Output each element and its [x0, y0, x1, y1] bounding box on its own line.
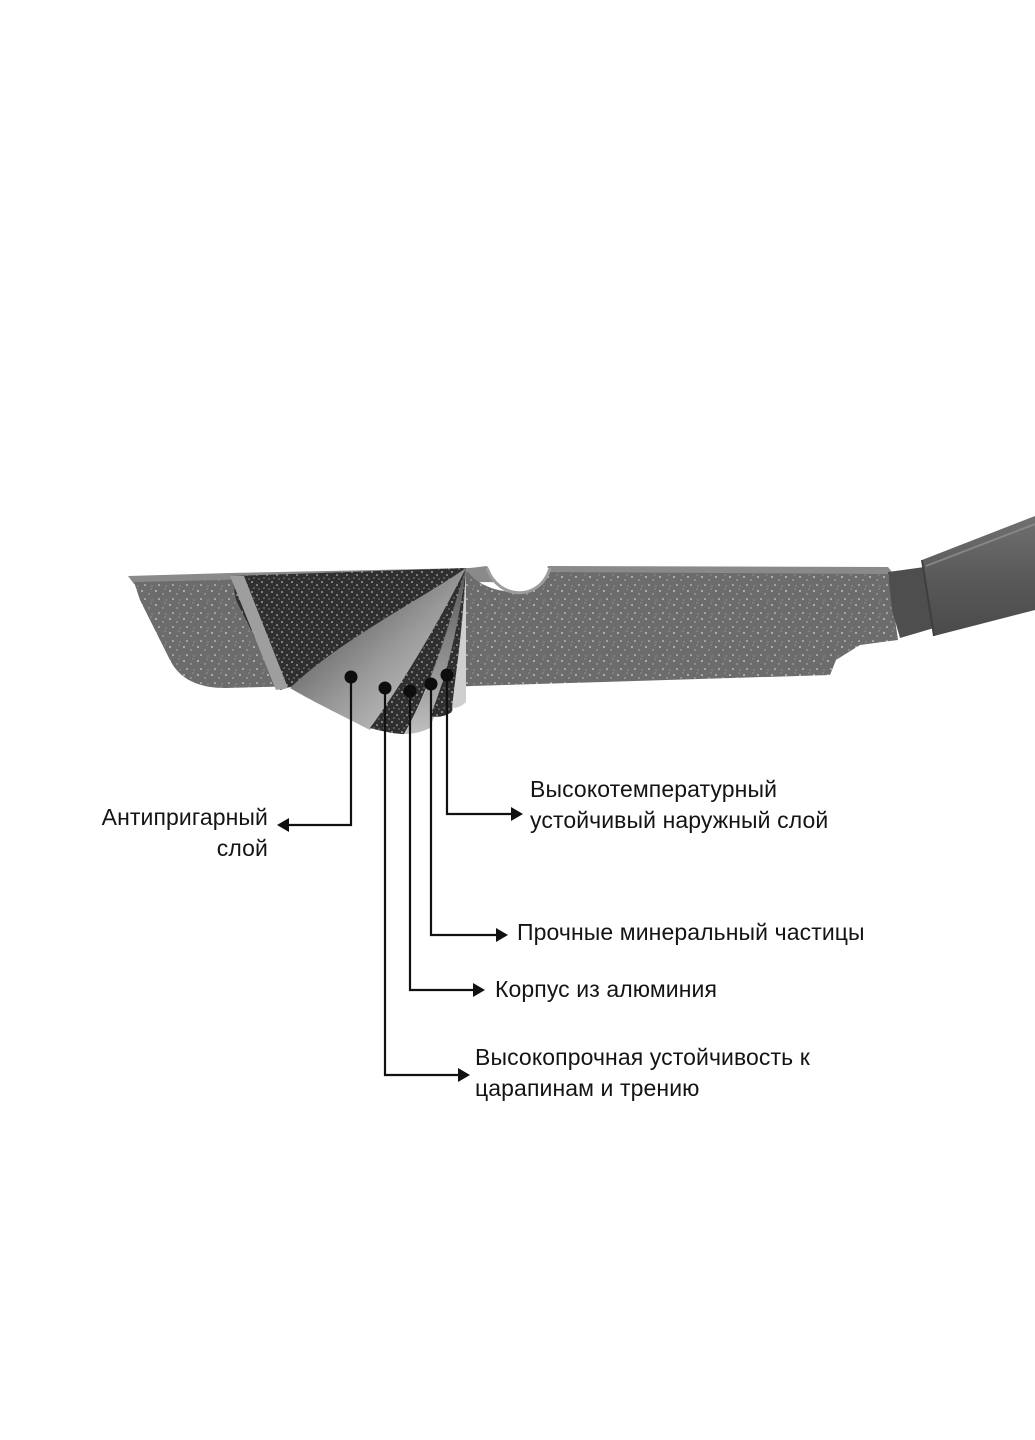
label-aluminium-body: Корпус из алюминия	[495, 974, 717, 1005]
label-mineral-particles: Прочные минеральный частицы	[517, 917, 865, 948]
dot-aluminium	[403, 684, 417, 698]
label-line: Антипригарный	[101, 804, 268, 830]
arrow-right-icon	[496, 928, 508, 942]
leader-aluminium	[408, 691, 477, 992]
leader-nonstick	[285, 677, 353, 827]
label-line: Прочные минеральный частицы	[517, 919, 865, 945]
arrow-right-icon	[458, 1068, 470, 1082]
leader-lines	[285, 675, 515, 1077]
arrowheads	[277, 807, 523, 1082]
label-scratch-resistance: Высокопрочная устойчивость к царапинам и…	[475, 1042, 810, 1104]
callout-dots	[344, 668, 454, 698]
label-line: царапинам и трению	[475, 1075, 700, 1101]
arrow-left-icon	[277, 818, 289, 832]
arrow-right-icon	[511, 807, 523, 821]
label-line: Высокопрочная устойчивость к	[475, 1044, 810, 1070]
leader-scratch	[383, 688, 462, 1077]
leader-outer-layer	[445, 675, 515, 816]
cutaway-layers	[230, 568, 466, 734]
label-outer-heat-resistant-layer: Высокотемпературный устойчивый наружный …	[530, 774, 828, 836]
label-line: устойчивый наружный слой	[530, 807, 829, 833]
label-line: Корпус из алюминия	[495, 976, 718, 1002]
dot-nonstick	[344, 670, 358, 684]
pan-handle	[888, 516, 1035, 638]
label-line: Высокотемпературный	[530, 776, 778, 802]
label-line: слой	[216, 835, 268, 861]
leader-mineral	[429, 684, 500, 937]
dot-scratch	[378, 681, 392, 695]
label-nonstick-layer: Антипригарный слой	[60, 802, 268, 864]
dot-outer-layer	[440, 668, 454, 682]
dot-mineral	[424, 677, 438, 691]
arrow-right-icon	[473, 983, 485, 997]
